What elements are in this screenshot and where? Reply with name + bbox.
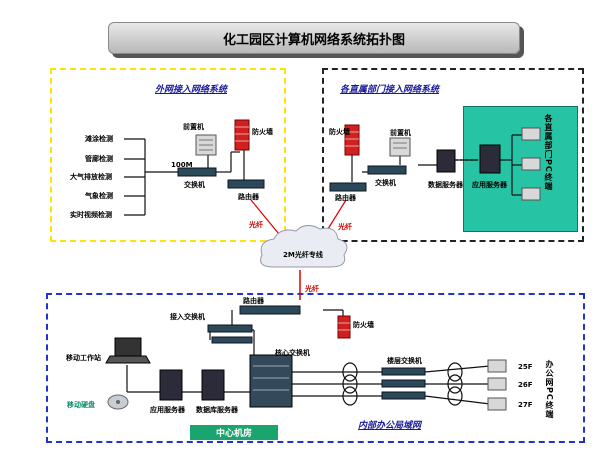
- diagram-title: 化工园区计算机网络系统拓扑图: [108, 22, 520, 54]
- bandwidth-label: 100M: [171, 161, 193, 169]
- dept-terminals-label: 各直属部门PC终端: [544, 114, 553, 191]
- monitor-label: 大气排放检测: [70, 173, 112, 181]
- internal-router-label: 路由器: [243, 297, 264, 305]
- monitor-label: 实时视频检测: [70, 211, 112, 219]
- fiber-label: 光纤: [305, 285, 319, 293]
- db-server-icon: [201, 369, 225, 401]
- floor-switch-label: 楼层交换机: [387, 357, 422, 365]
- monitor-label: 气象检测: [85, 192, 113, 200]
- floor-switch-icons: [381, 367, 426, 400]
- monitor-label: 滩涂检测: [85, 135, 113, 143]
- front-label: 前置机: [183, 123, 204, 131]
- dept-router-icon: [329, 182, 367, 192]
- center-room-label: 中心机房: [190, 425, 278, 440]
- monitor-label: 管廊检测: [85, 155, 113, 163]
- dept-db-label: 数据服务器: [428, 181, 463, 189]
- fiber-label: 光纤: [338, 223, 352, 231]
- cloud-label: 2M光纤专线: [283, 251, 323, 259]
- firewall-icon: [234, 119, 250, 151]
- workstation-label: 移动工作站: [66, 354, 101, 362]
- floor-label: 27F: [518, 401, 533, 409]
- dept-app-label: 应用服务器: [472, 181, 507, 189]
- floor-label: 26F: [518, 381, 533, 389]
- access-switch-label: 接入交换机: [170, 313, 205, 321]
- router-icon: [227, 179, 265, 189]
- fiber-label: 光纤: [249, 221, 263, 229]
- internal-firewall-label: 防火墙: [353, 321, 374, 329]
- office-pc-icons: [487, 359, 507, 411]
- dept-firewall-icon: [344, 124, 360, 156]
- core-switch-label: 核心交换机: [275, 349, 310, 357]
- internal-router-icon: [239, 305, 301, 315]
- app-server-icon: [159, 369, 183, 401]
- dept-switch-label: 交换机: [375, 179, 396, 187]
- internal-network-panel: [46, 293, 585, 443]
- dept-app-server-icon: [479, 144, 501, 174]
- core-switch-icon: [249, 354, 293, 408]
- switch-label: 交换机: [184, 181, 205, 189]
- app-server-label: 应用服务器: [150, 406, 185, 414]
- dept-switch-icon: [367, 165, 407, 175]
- dept-firewall-label: 防火墙: [329, 128, 350, 136]
- dept-title: 各直属部门接入网络系统: [340, 85, 440, 95]
- switch-icon: [177, 167, 217, 177]
- dept-router-label: 路由器: [335, 194, 356, 202]
- access-switch-2-icon: [211, 336, 253, 344]
- external-title: 外网接入网络系统: [155, 85, 228, 95]
- db-server-label: 数据库服务器: [196, 406, 238, 414]
- internal-firewall-icon: [337, 315, 351, 339]
- dept-front-label: 前置机: [390, 129, 411, 137]
- floor-label: 25F: [518, 363, 533, 371]
- office-terminals-label: 办公网PC终端: [545, 360, 554, 419]
- dept-pc-icons: [521, 127, 541, 201]
- external-network-panel: [50, 68, 286, 242]
- access-switch-icon: [207, 324, 253, 333]
- mobile-disk-label: 移动硬盘: [67, 401, 95, 409]
- lan-title: 内部办公局域网: [358, 421, 422, 431]
- laptop-icon: [105, 337, 151, 364]
- router-label: 路由器: [238, 193, 259, 201]
- firewall-label: 防火墙: [252, 128, 273, 136]
- front-server-icon: [195, 134, 217, 156]
- dept-db-server-icon: [436, 149, 456, 173]
- dept-network-panel: [322, 68, 584, 242]
- dept-terminal-zone: [463, 106, 578, 232]
- dept-front-server-icon: [389, 137, 411, 157]
- disk-icon: [107, 394, 129, 410]
